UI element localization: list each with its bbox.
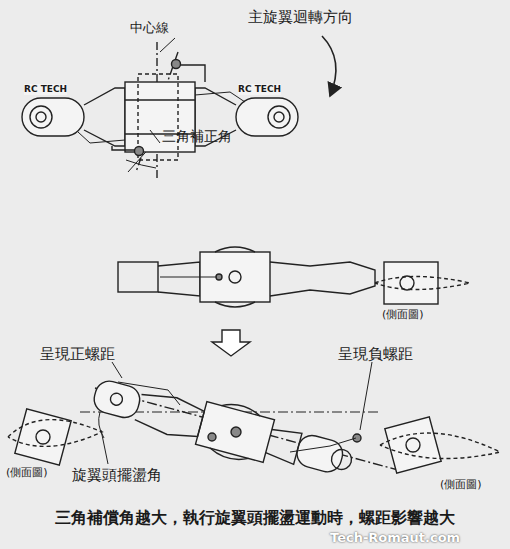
positive-pitch-label: 呈現正螺距 <box>40 345 115 363</box>
side-view-label: (側面圖) <box>6 466 48 479</box>
caption: 三角補償角越大，執行旋翼頭擺盪運動時，螺距影響越大 <box>55 508 455 527</box>
brand-text: RC TECH <box>238 84 281 95</box>
side-view-label: (側面圖) <box>382 308 424 321</box>
negative-pitch-label: 呈現負螺距 <box>338 345 413 363</box>
centerline-label: 中心線 <box>130 20 169 36</box>
flap-angle-label: 旋翼頭擺盪角 <box>72 466 162 484</box>
angle-label: 三角補正角 <box>162 128 232 145</box>
side-view-label: (側面圖) <box>440 478 482 491</box>
watermark: Tech-Romaut.com <box>330 530 460 546</box>
brand-text: RC TECH <box>24 84 67 95</box>
direction-label: 主旋翼迴轉方向 <box>248 8 353 26</box>
